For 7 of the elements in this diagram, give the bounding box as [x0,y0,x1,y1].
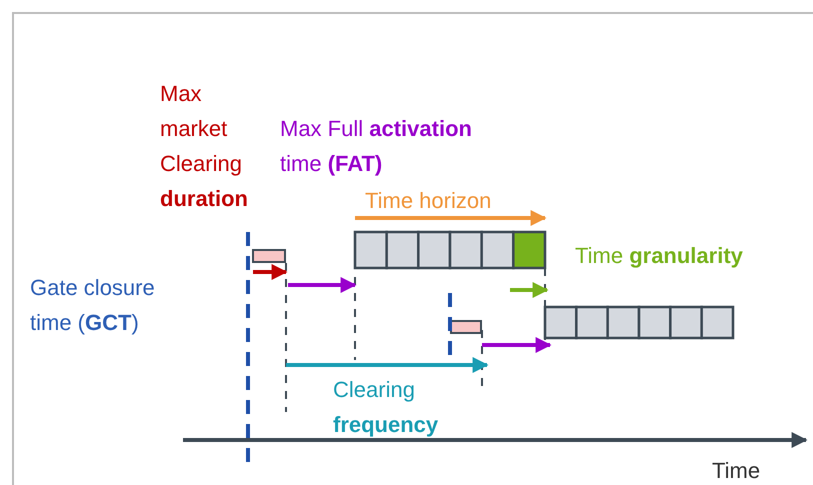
annotation-text: Gate closure time (GCT) [30,274,156,337]
annotation-text: Max market Clearing duration [160,80,249,213]
annotation-text: Max Full activation time (FAT) [280,115,473,178]
annotation-text: Time granularity [575,242,744,270]
annotation-text: Time [712,457,762,485]
annotation-text: Time horizon [365,187,492,215]
annotation-text: Clearing frequency [333,376,440,439]
